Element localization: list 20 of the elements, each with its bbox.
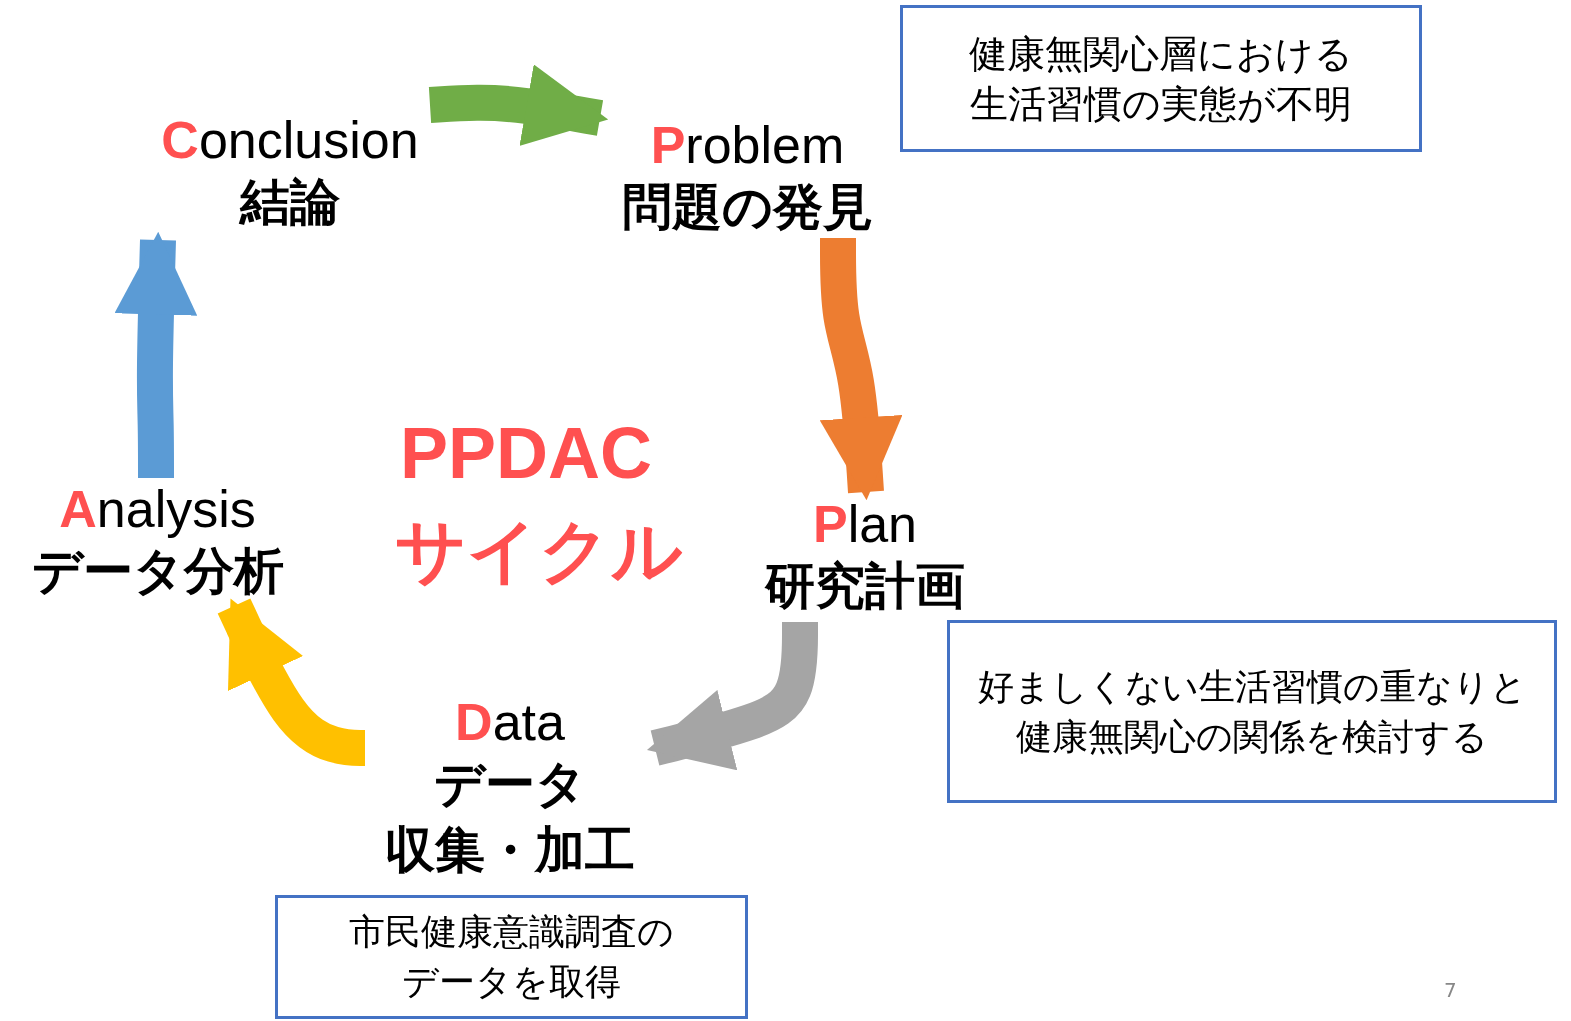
note-text: 好ましくない生活習慣の重なりと健康無関心の関係を検討する [976, 664, 1528, 759]
cycle-title: PPDAC [400, 412, 653, 494]
note-text: 健康無関心層における生活習慣の実態が不明 [968, 30, 1354, 128]
stage-name: Data [455, 693, 565, 751]
stage-title: 研究計画 [765, 556, 965, 617]
stage-name: Problem [650, 116, 845, 174]
note-text: 市民健康意識調査のデータを取得 [348, 910, 675, 1004]
note-box [900, 5, 1422, 152]
stage-title: 問題の発見 [622, 177, 873, 238]
note-box [947, 620, 1557, 803]
stage-name: Plan [812, 495, 918, 553]
cycle-title: サイクル [395, 509, 683, 594]
stage-name: Conclusion [161, 110, 419, 169]
page-number: 7 [1444, 978, 1457, 1002]
note-box [275, 895, 748, 1019]
stage-title: 結論 [240, 171, 340, 233]
stage-title: データ分析 [31, 541, 284, 602]
stage-name: Analysis [59, 480, 256, 538]
stage-title: データ [434, 754, 586, 815]
stage-title: 収集・加工 [385, 820, 635, 881]
